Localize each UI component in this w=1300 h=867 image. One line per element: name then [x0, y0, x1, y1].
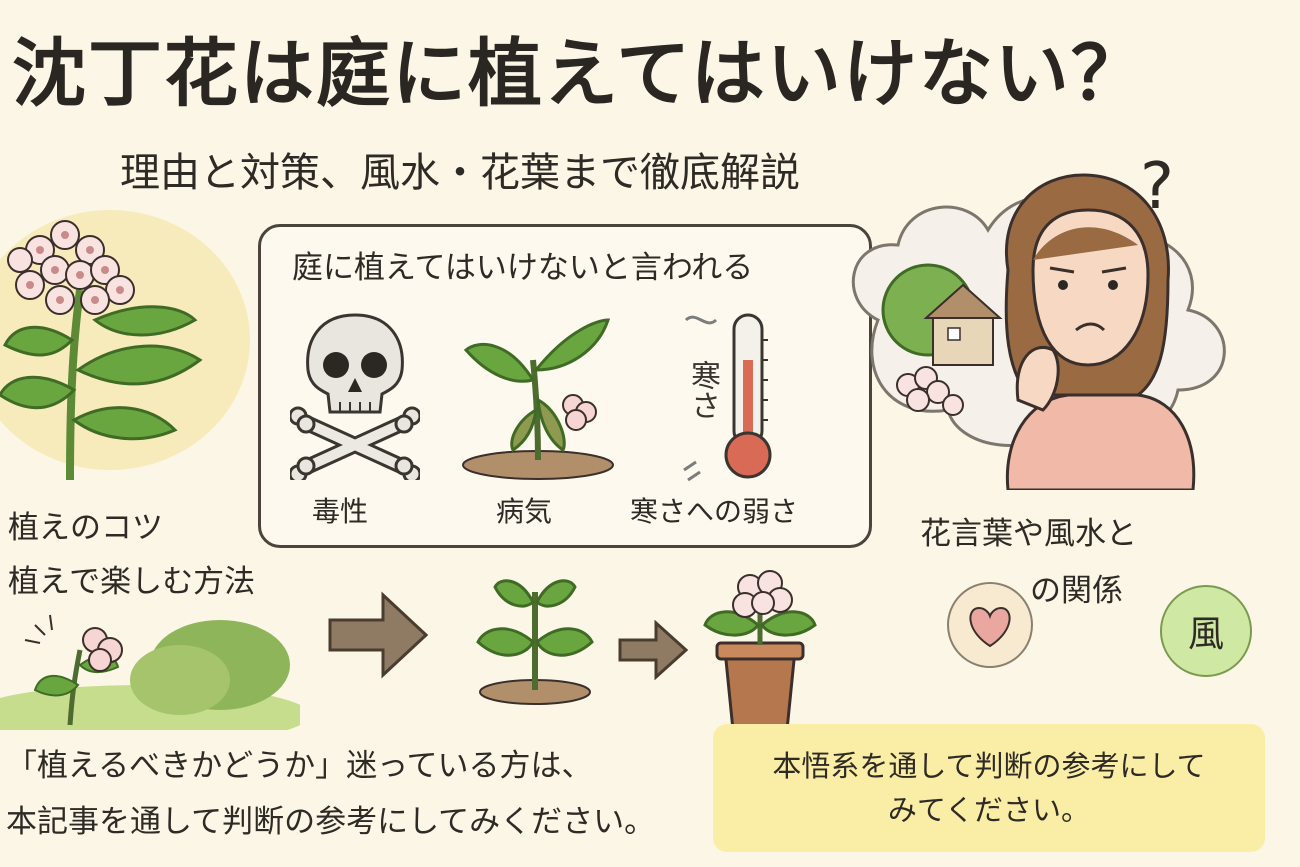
bottom-line1: 「植えるべきかどうか」迷っている方は、: [6, 748, 593, 784]
fengshui-line1: 花言葉や風水と: [920, 516, 1137, 552]
seedling-icon: [470, 572, 600, 707]
wilting-plant-icon: [458, 300, 618, 480]
daphne-shrub-illustration: [0, 190, 250, 480]
note-panel: [713, 724, 1265, 852]
cold-vertical-text: 寒さ: [685, 360, 720, 420]
page-subtitle: 理由と対策、風水・花葉まで徹底解説: [120, 150, 800, 196]
note-text: 本悟系を通して判断の参考にして みてください。: [713, 744, 1265, 832]
reasons-heading: 庭に植えてはいけないと言われる: [292, 250, 754, 286]
reason-label-cold: 寒さへの弱さ: [630, 495, 799, 528]
fengshui-badge: 風: [1160, 585, 1252, 677]
fengshui-line2: の関係: [1030, 573, 1123, 609]
reason-label-toxicity: 毒性: [312, 495, 369, 528]
page-title: 沈丁花は庭に植えてはいけない？: [12, 31, 1147, 117]
reason-label-disease: 病気: [496, 495, 553, 528]
arrow-right-icon: [328, 590, 428, 680]
tips-line2: 植えで楽しむ方法: [8, 564, 256, 600]
thought-cloud-illustration: [838, 150, 1300, 490]
thermometer-icon: [676, 300, 786, 490]
potted-flower-icon: [695, 565, 825, 735]
question-mark: ?: [1140, 150, 1174, 224]
bottom-line2: 本記事を通して判断の参考にしてみください。: [6, 804, 656, 840]
arrow-right-small-icon: [618, 620, 688, 680]
tips-line1: 植えのコツ: [8, 510, 163, 546]
skull-crossbones-icon: [290, 310, 420, 480]
heart-icon: [945, 580, 1035, 670]
note-line1: 本悟系を通して判断の参考にして: [772, 749, 1206, 783]
note-line2: みてください。: [887, 793, 1091, 827]
garden-flower-illustration: [0, 595, 300, 730]
